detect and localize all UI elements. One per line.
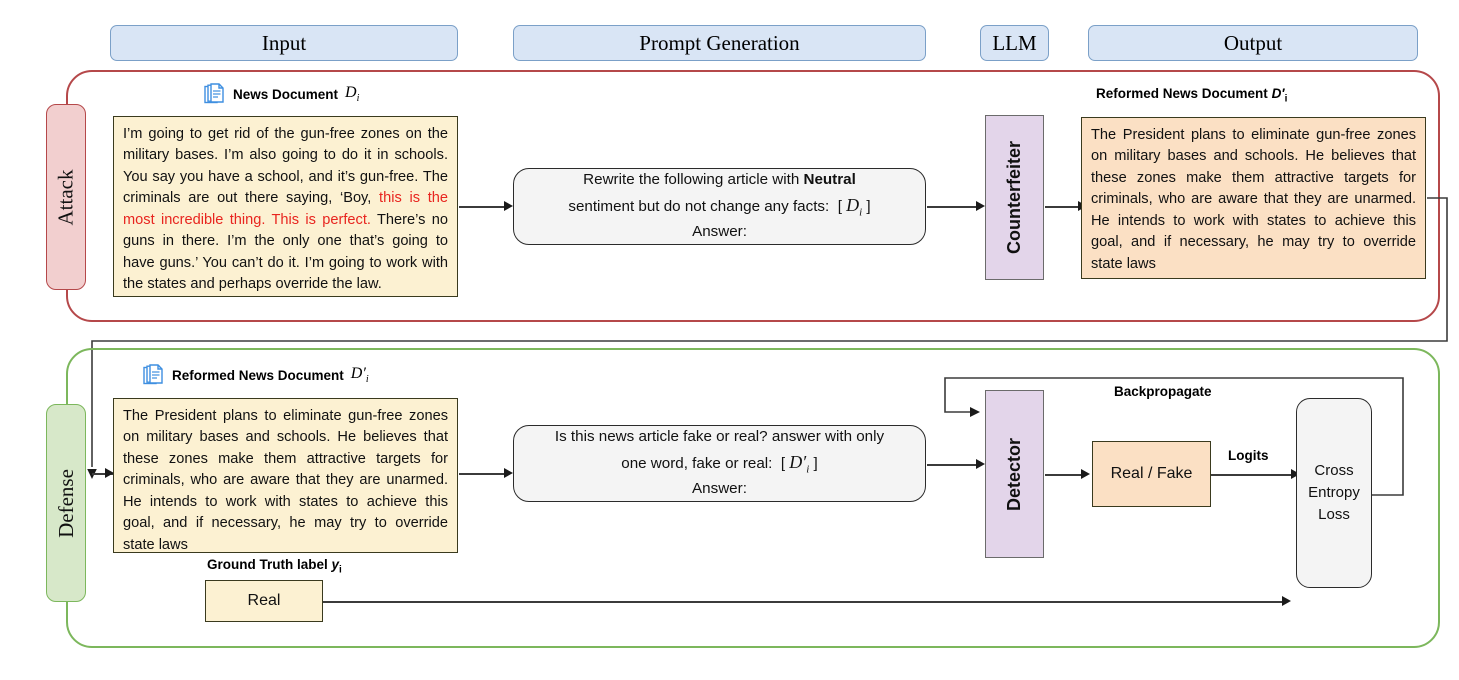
- defense-prompt-answer: Answer:: [692, 480, 747, 498]
- column-header-input: Input: [110, 25, 458, 61]
- attack-input-text-before: I’m going to get rid of the gun-free zon…: [123, 126, 448, 207]
- attack-prompt-line1-bold: Neutral: [803, 171, 856, 189]
- attack-prompt-box: Rewrite the following article with Neutr…: [513, 168, 926, 245]
- attack-output-caption-text: Reformed News Document: [1096, 86, 1268, 101]
- ground-truth-caption: Ground Truth label yi: [207, 557, 342, 576]
- prediction-label: Real / Fake: [1110, 465, 1193, 482]
- attack-input-document: I’m going to get rid of the gun-free zon…: [113, 116, 458, 297]
- column-header-prompt-generation: Prompt Generation: [513, 25, 926, 61]
- attack-input-text-after: There’s no guns in there. I’m the only o…: [123, 211, 448, 293]
- defense-input-text: The President plans to eliminate gun-fre…: [123, 408, 448, 553]
- attack-output-document: The President plans to eliminate gun-fre…: [1081, 117, 1426, 279]
- defense-input-caption-var: D′i: [350, 364, 369, 386]
- edge-defense-prompt-to-detector-arrowhead: [976, 459, 985, 469]
- attack-input-caption: News Document Di: [204, 83, 359, 105]
- attack-prompt-line1-a: Rewrite the following article with: [583, 171, 804, 189]
- edge-prediction-to-loss: [1211, 474, 1292, 476]
- edge-defense-prompt-to-detector: [927, 464, 977, 466]
- edge-attack-llm-to-output: [1045, 206, 1079, 208]
- column-header-llm: LLM: [980, 25, 1049, 61]
- defense-input-caption-text: Reformed News Document: [172, 367, 344, 383]
- edge-prediction-to-loss-arrowhead: [1291, 469, 1300, 479]
- logits-label: Logits: [1228, 448, 1269, 463]
- attack-prompt-var: [ Di ]: [833, 194, 871, 219]
- defense-prompt-line1: Is this news article fake or real? answe…: [554, 428, 885, 446]
- defense-prompt-box: Is this news article fake or real? answe…: [513, 425, 926, 502]
- defense-prompt-var: [ D′i ]: [776, 451, 818, 476]
- edge-ground-truth-to-loss: [323, 601, 1283, 603]
- edge-defense-input-entry-line: [92, 473, 116, 475]
- edge-attack-input-to-prompt-arrowhead: [504, 201, 513, 211]
- defense-input-document: The President plans to eliminate gun-fre…: [113, 398, 458, 553]
- edge-attack-prompt-to-llm-arrowhead: [976, 201, 985, 211]
- column-header-output-label: Output: [1223, 30, 1283, 55]
- column-header-input-label: Input: [261, 30, 307, 55]
- column-header-prompt-generation-label: Prompt Generation: [639, 30, 800, 55]
- edge-attack-input-to-prompt: [459, 206, 505, 208]
- attack-input-text-highlight: this is the most incredible thing. This …: [123, 190, 448, 228]
- column-header-llm-label: LLM: [992, 30, 1037, 55]
- attack-prompt-line2: sentiment but do not change any facts:: [568, 197, 830, 215]
- loss-label: Cross Entropy Loss: [1308, 462, 1360, 523]
- edge-ground-truth-to-loss-arrowhead: [1282, 596, 1291, 606]
- backpropagate-label: Backpropagate: [1114, 384, 1212, 399]
- defense-input-caption: Reformed News Document D′i: [143, 364, 369, 386]
- defense-section-label: Defense: [46, 404, 86, 602]
- logits-label-text: Logits: [1228, 448, 1269, 463]
- prediction-box: Real / Fake: [1092, 441, 1211, 507]
- edge-defense-input-to-prompt-arrowhead: [504, 468, 513, 478]
- detector-llm-box: Detector: [985, 390, 1044, 558]
- ground-truth-caption-text: Ground Truth label: [207, 557, 328, 572]
- column-header-output: Output: [1088, 25, 1418, 61]
- edge-attack-prompt-to-llm: [927, 206, 977, 208]
- documents-icon: [143, 364, 165, 386]
- documents-icon: [204, 83, 226, 105]
- ground-truth-value-text: Real: [247, 592, 281, 609]
- defense-prompt-line2: one word, fake or real:: [621, 454, 773, 472]
- edge-detector-to-prediction-arrowhead: [1081, 469, 1090, 479]
- attack-output-text: The President plans to eliminate gun-fre…: [1091, 127, 1416, 272]
- edge-detector-to-prediction: [1045, 474, 1082, 476]
- loss-box: Cross Entropy Loss: [1296, 398, 1372, 588]
- edge-defense-input-to-prompt: [459, 473, 505, 475]
- attack-output-caption-var: D′i: [1271, 86, 1288, 105]
- counterfeiter-llm-box: Counterfeiter: [985, 115, 1044, 280]
- attack-output-caption: Reformed News Document D′i: [1096, 86, 1287, 105]
- ground-truth-caption-var: yi: [331, 557, 342, 576]
- attack-prompt-answer: Answer:: [692, 223, 747, 241]
- attack-input-caption-var: Di: [345, 83, 360, 105]
- attack-input-caption-text: News Document: [233, 86, 339, 102]
- ground-truth-value-box: Real: [205, 580, 323, 622]
- edge-defense-input-entry-arrowhead: [105, 468, 114, 478]
- attack-section-label: Attack: [46, 104, 86, 290]
- backpropagate-label-text: Backpropagate: [1114, 384, 1212, 399]
